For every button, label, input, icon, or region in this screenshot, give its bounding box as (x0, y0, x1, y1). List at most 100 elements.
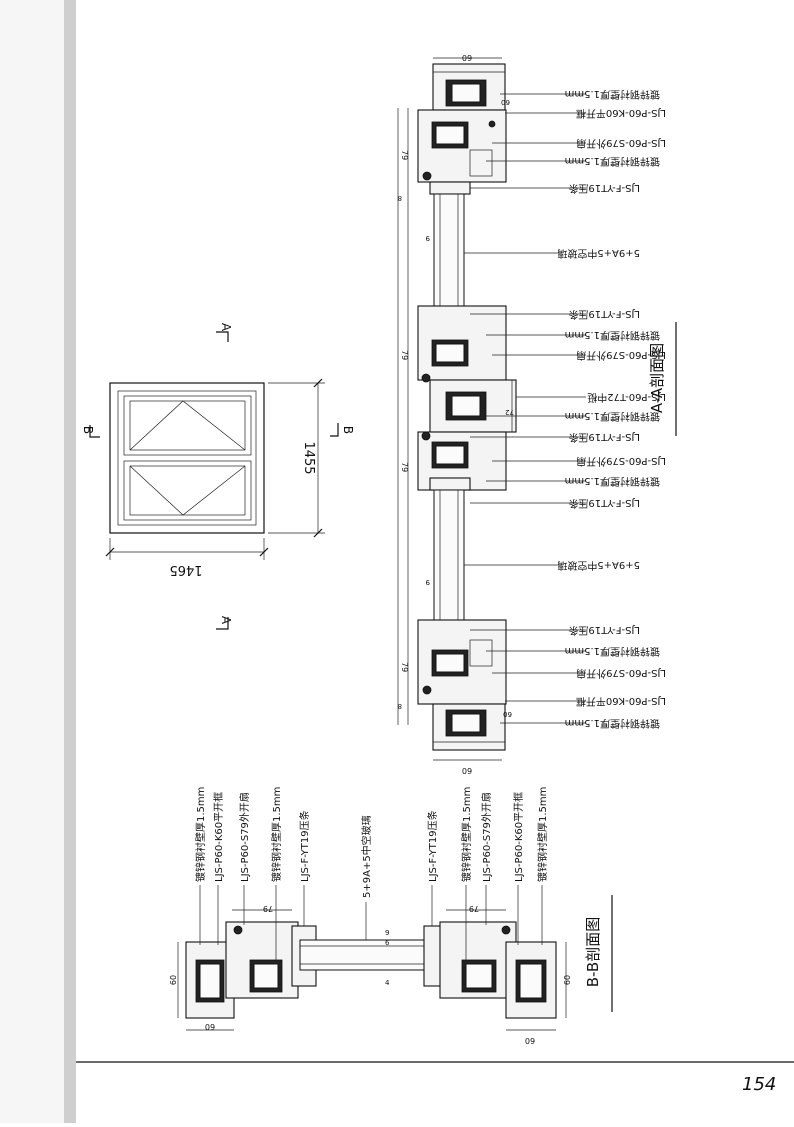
aa-label: LJS-F-YT19压条 (568, 624, 640, 637)
svg-text:79: 79 (263, 904, 273, 913)
bb-label: 镀锌钢衬壁厚1.5mm (536, 787, 549, 882)
svg-text:8: 8 (398, 194, 402, 202)
bb-section-title: B-B剖面图 (584, 917, 602, 987)
aa-glass-2 (433, 489, 465, 627)
section-marker-a-bottom: A (216, 616, 233, 630)
aa-label: LJS-P60-K60平开框 (576, 107, 666, 120)
bb-labels: 镀锌钢衬壁厚1.5mm LJS-P60-K60平开框 LJS-P60-S79外开… (194, 787, 549, 898)
aa-glass-1 (433, 193, 465, 327)
bb-label: LJS-P60-S79外开扇 (480, 792, 493, 882)
svg-text:9: 9 (426, 578, 430, 586)
svg-text:9: 9 (385, 929, 389, 937)
bb-label: LJS-P60-S79外开扇 (238, 792, 251, 882)
aa-label: 镀锌钢衬壁厚1.5mm (565, 329, 660, 342)
section-aa: 60 60 (398, 53, 677, 775)
aa-label: 镀锌钢衬壁厚1.5mm (565, 717, 660, 730)
aa-leaders (464, 93, 586, 724)
aa-section-title: A-A剖面图 (648, 343, 666, 413)
svg-text:9: 9 (426, 234, 430, 242)
width-dim-text: 1465 (169, 562, 202, 577)
aa-bottom-sash (417, 619, 507, 705)
bb-leaders (199, 885, 543, 960)
svg-text:B: B (341, 426, 355, 434)
svg-text:60: 60 (501, 98, 510, 106)
aa-label: 镀锌钢衬壁厚1.5mm (565, 410, 660, 423)
height-dim-text: 1455 (301, 441, 316, 474)
svg-text:79: 79 (400, 462, 409, 472)
aa-label: LJS-P60-S79外开扇 (576, 349, 666, 362)
lower-glass (129, 465, 246, 516)
aa-label: LJS-F-YT19压条 (568, 308, 640, 321)
lower-opening-line (129, 465, 246, 516)
aa-labels: 镀锌钢衬壁厚1.5mm LJS-P60-K60平开框 LJS-P60-S79外开… (557, 88, 666, 730)
section-marker-a-top: A (216, 323, 233, 342)
upper-sash (123, 395, 252, 456)
aa-label: 5+9A+5中空玻璃 (557, 247, 640, 260)
aa-top-sash (417, 109, 507, 183)
aa-label: 镀锌钢衬壁厚1.5mm (565, 475, 660, 488)
svg-text:60: 60 (462, 766, 472, 775)
svg-text:60: 60 (525, 1036, 535, 1045)
aa-label: LJS-P60-S79外开扇 (576, 667, 666, 680)
bb-label: 5+9A+5中空玻璃 (360, 815, 373, 898)
aa-label: 5+9A+5中空玻璃 (557, 559, 640, 572)
bb-glass (299, 939, 433, 971)
svg-text:6: 6 (385, 939, 390, 947)
svg-text:72: 72 (505, 408, 514, 416)
svg-text:79: 79 (469, 904, 479, 913)
svg-text:60: 60 (205, 1022, 215, 1031)
aa-label: 镀锌钢衬壁厚1.5mm (565, 645, 660, 658)
bb-label: 镀锌钢衬壁厚1.5mm (194, 787, 207, 882)
bb-left-sash (225, 921, 299, 999)
bb-label: LJS-F-YT19压条 (426, 810, 439, 882)
svg-text:60: 60 (503, 710, 512, 718)
bb-label: LJS-P60-K60平开框 (512, 792, 525, 882)
window-elevation: 1465 1455 B B A A (81, 323, 355, 630)
aa-label: LJS-P60-S79外开扇 (576, 455, 666, 468)
bb-label: 镀锌钢衬壁厚1.5mm (270, 787, 283, 882)
svg-text:4: 4 (385, 979, 390, 987)
aa-top-frame (432, 63, 506, 111)
svg-text:60: 60 (563, 975, 572, 985)
scan-binding-shadow (64, 0, 76, 1123)
svg-text:79: 79 (400, 150, 409, 160)
aa-mullion: 72 (429, 379, 517, 433)
svg-text:60: 60 (169, 975, 178, 985)
section-marker-b-right: B (330, 423, 355, 437)
svg-text:8: 8 (398, 702, 402, 710)
bb-label: LJS-P60-K60平开框 (212, 792, 225, 882)
upper-glass (129, 400, 246, 451)
elevation-inner-frame (117, 390, 257, 526)
aa-label: LJS-P60-K60平开框 (576, 695, 666, 708)
aa-top-bead (429, 181, 471, 195)
svg-text:60: 60 (462, 53, 472, 62)
aa-label: 镀锌钢衬壁厚1.5mm (565, 88, 660, 101)
aa-mid-sash-upper (417, 305, 507, 383)
aa-label: LJS-P60-T72中梃 (587, 391, 666, 404)
svg-text:79: 79 (400, 350, 409, 360)
scan-margin (0, 0, 64, 1123)
aa-label: LJS-P60-S79外开扇 (576, 137, 666, 150)
svg-text:A: A (219, 323, 233, 332)
elevation-outer-frame (109, 382, 265, 534)
svg-text:79: 79 (400, 662, 409, 672)
page-number: 154 (742, 1074, 776, 1095)
bb-right-frame (505, 941, 557, 1019)
aa-label: 镀锌钢衬壁厚1.5mm (565, 155, 660, 168)
aa-bead-3 (429, 477, 471, 491)
aa-label: LJS-F-YT19压条 (568, 431, 640, 444)
aa-label: LJS-F-YT19压条 (568, 182, 640, 195)
upper-opening-line (129, 400, 246, 451)
bb-right-sash (439, 921, 517, 999)
section-bb: 60 60 60 60 79 79 9 6 4 镀锌钢衬壁厚1.5mm LJS-… (169, 787, 613, 1045)
bb-label: LJS-F-YT19压条 (298, 810, 311, 882)
bb-label: 镀锌钢衬壁厚1.5mm (460, 787, 473, 882)
svg-text:B: B (81, 426, 95, 434)
lower-sash (123, 460, 252, 521)
aa-bottom-frame (432, 703, 506, 751)
svg-text:A: A (219, 616, 233, 625)
section-marker-b-left: B (81, 425, 100, 438)
aa-label: LJS-F-YT19压条 (568, 497, 640, 510)
